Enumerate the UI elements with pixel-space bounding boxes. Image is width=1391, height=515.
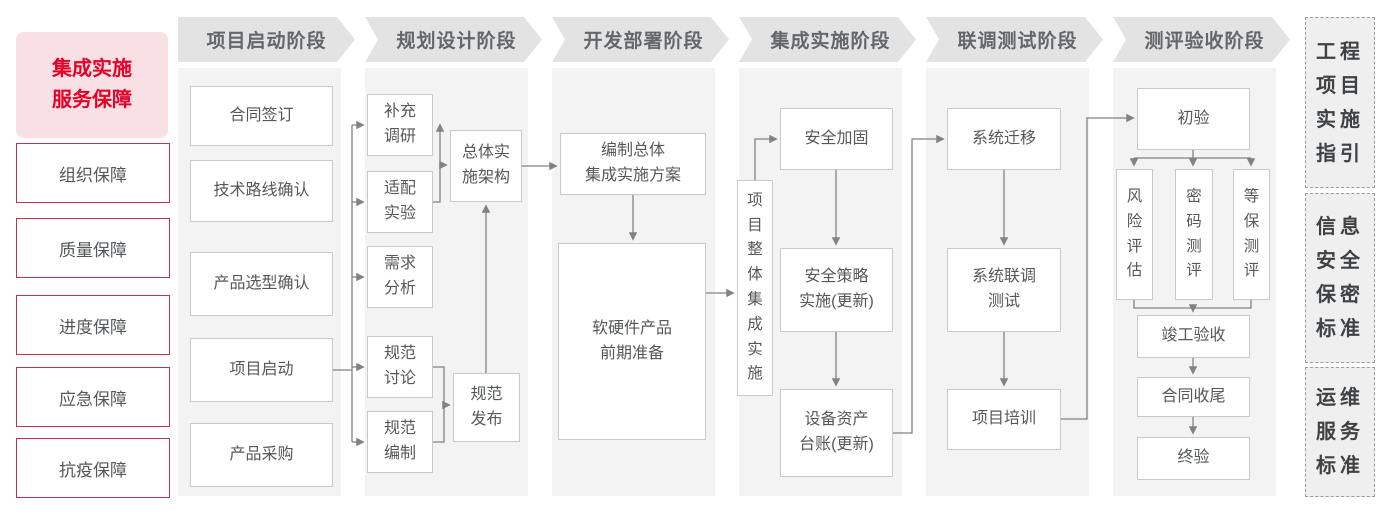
box-system-joint-testing: 系统联调 测试 <box>947 248 1061 332</box>
box-spec-release: 规范 发布 <box>453 373 520 442</box>
standard-project-implementation-guide: 工程 项目 实施 指引 <box>1305 17 1375 188</box>
box-spec-discussion: 规范 讨论 <box>367 336 433 398</box>
box-overall-integration-plan: 编制总体 集成实施方案 <box>560 133 706 195</box>
phase-header-integration-impl: 集成实施阶段 <box>739 17 916 62</box>
box-completion-acceptance: 竣工验收 <box>1137 315 1250 358</box>
phase-header-eval-acceptance: 测评验收阶段 <box>1113 17 1290 62</box>
box-project-kickoff: 项目启动 <box>190 338 333 402</box>
box-crypto-evaluation: 密 码 测 评 <box>1175 169 1213 300</box>
standard-om-service: 运维 服务 标准 <box>1305 367 1375 497</box>
box-product-selection-confirm: 产品选型确认 <box>190 252 333 316</box>
box-tech-route-confirm: 技术路线确认 <box>190 160 333 222</box>
box-preliminary-acceptance: 初验 <box>1137 88 1250 150</box>
box-requirement-analysis: 需求 分析 <box>367 246 433 308</box>
sidebar-item-emergency: 应急保障 <box>16 367 170 427</box>
phase-header-planning-design: 规划设计阶段 <box>365 17 542 62</box>
box-hw-sw-preparation: 软硬件产品 前期准备 <box>558 243 706 440</box>
box-overall-impl-architecture: 总体实 施架构 <box>450 130 522 202</box>
box-project-training: 项目培训 <box>947 389 1061 450</box>
phase-header-dev-deployment: 开发部署阶段 <box>552 17 729 62</box>
standard-info-security-confidentiality: 信息 安全 保密 标准 <box>1305 193 1375 363</box>
box-final-acceptance: 终验 <box>1137 437 1250 480</box>
sidebar-item-quality: 质量保障 <box>16 218 170 278</box>
sidebar-item-organization: 组织保障 <box>16 143 170 203</box>
box-overall-project-integration: 项 目 整 体 集 成 实 施 <box>737 180 773 396</box>
phase-header-kickoff: 项目启动阶段 <box>178 17 355 62</box>
box-product-procurement: 产品采购 <box>190 423 333 487</box>
box-contract-signing: 合同签订 <box>190 86 333 146</box>
box-equipment-asset-ledger: 设备资产 台账(更新) <box>780 389 893 477</box>
sidebar-item-epidemic: 抗疫保障 <box>16 438 170 498</box>
sidebar-title: 集成实施 服务保障 <box>16 32 168 138</box>
box-security-hardening: 安全加固 <box>780 108 893 170</box>
sidebar-item-schedule: 进度保障 <box>16 295 170 355</box>
phase-header-joint-testing: 联调测试阶段 <box>926 17 1103 62</box>
box-adaptation-test: 适配 实验 <box>367 171 433 233</box>
box-risk-assessment: 风 险 评 估 <box>1116 169 1153 300</box>
box-security-policy-impl: 安全策略 实施(更新) <box>780 248 893 332</box>
box-contract-closure: 合同收尾 <box>1137 377 1250 417</box>
box-system-migration: 系统迁移 <box>947 108 1061 170</box>
box-classified-protection-evaluation: 等 保 测 评 <box>1233 169 1270 300</box>
box-spec-drafting: 规范 编制 <box>367 411 433 473</box>
box-supplementary-research: 补充 调研 <box>367 94 433 156</box>
